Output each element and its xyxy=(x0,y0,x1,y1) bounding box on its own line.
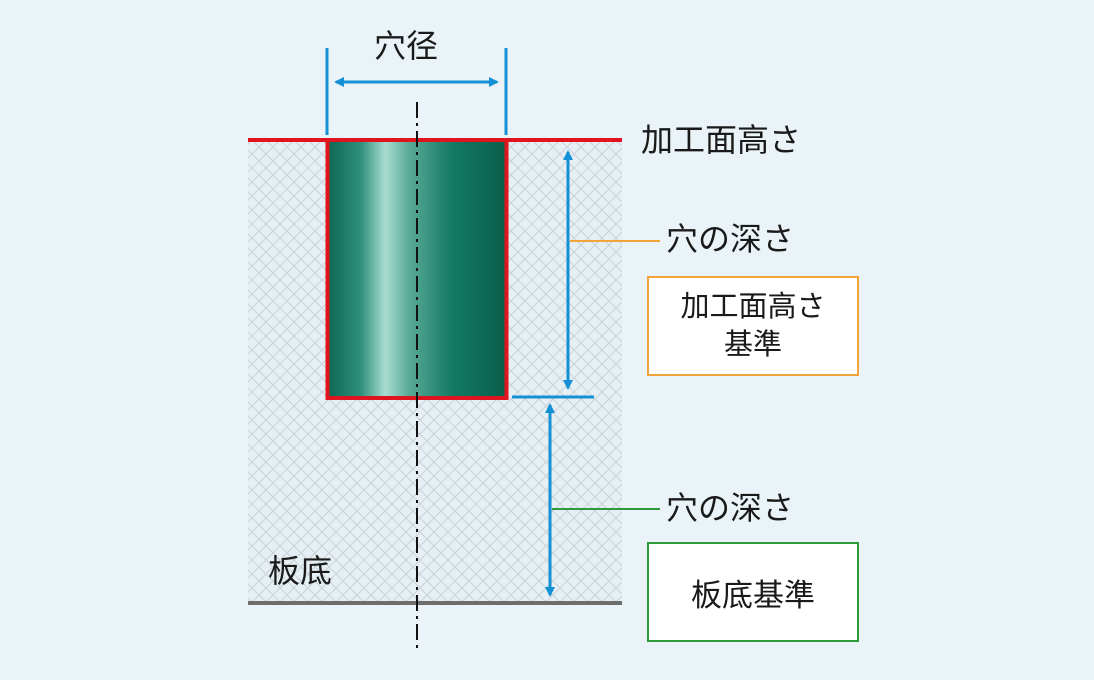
hole-diameter-label: 穴径 xyxy=(374,27,439,65)
surface-reference-text-line2: 基準 xyxy=(723,327,782,361)
surface-reference-text-line1: 加工面高さ xyxy=(680,289,826,324)
bottom-reference-box: 板底基準 xyxy=(647,542,859,642)
hole-depth-label-surface: 穴の深さ xyxy=(666,220,795,258)
machined-surface-height-label: 加工面高さ xyxy=(641,121,802,159)
surface-reference-box: 加工面高さ 基準 xyxy=(647,276,859,376)
hole-depth-label-bottom: 穴の深さ xyxy=(666,489,795,527)
plate-bottom-label: 板底 xyxy=(268,552,333,590)
bottom-reference-text: 板底基準 xyxy=(691,577,815,614)
